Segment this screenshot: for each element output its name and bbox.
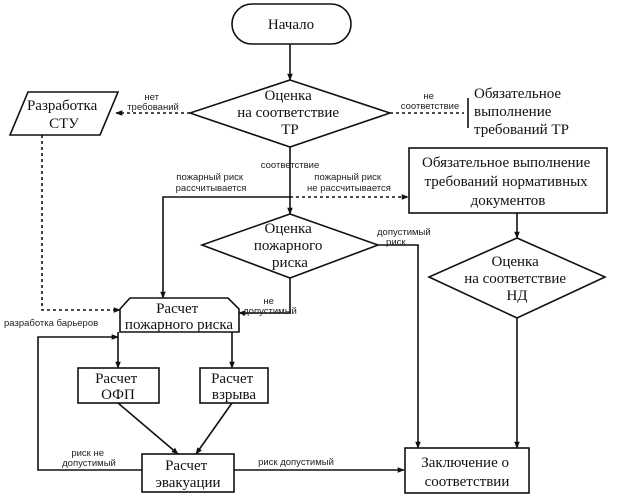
node-evacuation-calc-text: Расчет эвакуации	[155, 458, 220, 491]
node-mandatory-tr-text: Обязательное выполнение требований ТР	[474, 86, 569, 138]
node-explosion-calc: Расчет взрыва	[199, 367, 269, 404]
label-not-compliant: не соответствие	[401, 91, 459, 112]
label-risk-acceptable: риск допустимый	[258, 457, 334, 468]
node-conclusion: Заключение о соответствии	[404, 447, 530, 494]
edge-acceptable-risk	[378, 244, 421, 449]
node-fire-risk-assessment-text: Оценка пожарного риска	[254, 221, 326, 271]
node-develop-stu: Разработка СТУ	[8, 91, 120, 136]
edge-barrier-development	[41, 135, 121, 313]
node-develop-stu-text: Разработка СТУ	[27, 98, 101, 132]
edge-not-acceptable	[238, 278, 291, 316]
node-fire-risk-assessment: Оценка пожарного риска	[199, 213, 381, 279]
node-assess-nd: Оценка на соответствие НД	[427, 237, 607, 319]
node-fire-risk-calc-text: Расчет пожарного риска	[125, 301, 233, 333]
node-assess-nd-text: Оценка на соответствие НД	[464, 254, 570, 304]
node-ofp-calc-text: Расчет ОФП	[95, 371, 141, 403]
node-start-text: Начало	[268, 17, 314, 33]
node-assess-tr: Оценка на соответствие ТР	[187, 79, 393, 148]
connectors	[37, 44, 520, 473]
edge-ofp-to-evacuation	[117, 402, 179, 455]
node-fire-risk-calc: Расчет пожарного риска	[119, 297, 240, 333]
edge-explosion-to-evacuation	[195, 402, 233, 455]
label-risk-not-calculated: пожарный риск не рассчитывается	[307, 172, 391, 194]
label-risk-calculated: пожарный риск рассчитывается	[176, 172, 247, 194]
node-mandatory-nd: Обязательное выполнение требований норма…	[408, 147, 608, 214]
node-mandatory-tr: Обязательное выполнение требований ТР	[474, 86, 569, 138]
label-risk-not-acceptable: риск не допустимый	[62, 448, 116, 469]
node-conclusion-text: Заключение о соответствии	[421, 455, 513, 490]
node-assess-tr-text: Оценка на соответствие ТР	[237, 88, 343, 138]
node-mandatory-nd-text: Обязательное выполнение требований норма…	[422, 155, 594, 209]
node-ofp-calc: Расчет ОФП	[77, 367, 160, 404]
node-start: Начало	[231, 3, 352, 45]
label-barrier-development: разработка барьеров	[4, 318, 98, 329]
node-evacuation-calc: Расчет эвакуации	[141, 453, 235, 493]
label-no-requirements: нет требований	[127, 92, 179, 113]
edge-labels: нет требований не соответствие соответст…	[4, 91, 459, 469]
label-compliant: соответствие	[261, 160, 319, 171]
label-not-acceptable: не допустимый	[243, 296, 297, 317]
edge-risk-not-acceptable	[37, 334, 142, 471]
edge-risk-calculated	[160, 196, 290, 299]
label-acceptable-risk: допустимый риск	[377, 227, 433, 248]
node-explosion-calc-text: Расчет взрыва	[211, 371, 257, 403]
